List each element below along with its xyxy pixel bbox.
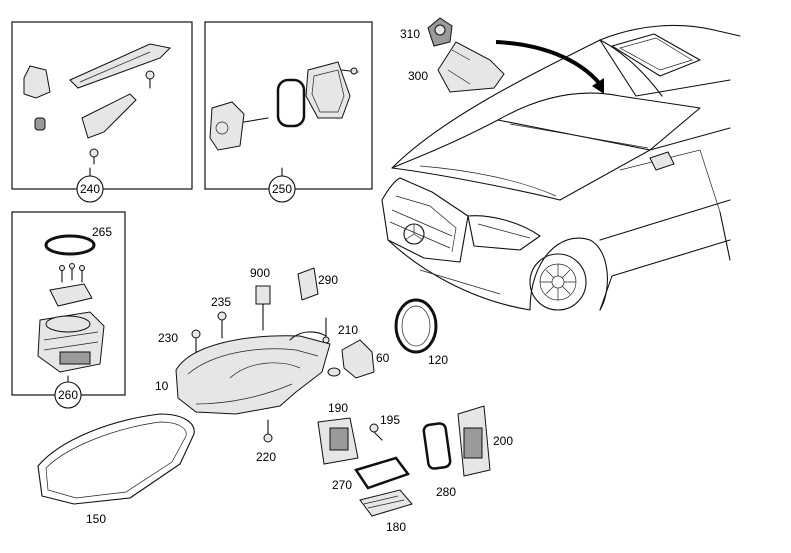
box-250-group: 250 xyxy=(204,21,373,203)
gasket-280 xyxy=(422,422,452,470)
car-outline xyxy=(381,24,741,311)
label-200: 200 xyxy=(493,434,513,448)
bracket-left xyxy=(23,65,51,99)
front-wheel xyxy=(529,253,587,311)
label-280: 280 xyxy=(436,485,456,499)
camera-group: 310 300 xyxy=(400,17,604,94)
box-260-group: 265 260 xyxy=(11,211,126,409)
label-260: 260 xyxy=(58,388,78,402)
label-240: 240 xyxy=(80,182,100,196)
label-300: 300 xyxy=(408,69,428,83)
bracket-lower xyxy=(81,93,137,139)
gasket-290 xyxy=(297,267,319,301)
label-250: 250 xyxy=(272,182,292,196)
label-310: 310 xyxy=(400,27,420,41)
gasket-ring xyxy=(276,78,306,128)
label-180: 180 xyxy=(386,520,406,534)
connector-900 xyxy=(255,285,271,305)
plate xyxy=(49,283,93,307)
label-190: 190 xyxy=(328,401,348,415)
headlamp-group: 900 290 235 230 210 10 60 120 xyxy=(37,266,448,526)
label-270: 270 xyxy=(332,478,352,492)
label-290: 290 xyxy=(318,273,338,287)
gasket-270 xyxy=(354,456,411,490)
module-frame xyxy=(305,61,351,119)
headlamp-10 xyxy=(175,335,331,415)
label-195: 195 xyxy=(380,413,400,427)
label-235: 235 xyxy=(211,295,231,309)
control-units-group: 190 195 270 180 280 200 xyxy=(317,401,513,534)
label-230: 230 xyxy=(158,331,178,345)
screw-icon xyxy=(145,70,155,80)
screws xyxy=(59,263,85,283)
module-180 xyxy=(359,489,413,517)
label-150: 150 xyxy=(86,512,106,526)
seal-ring xyxy=(44,234,96,256)
arrow xyxy=(495,40,602,86)
label-220: 220 xyxy=(256,450,276,464)
label-60: 60 xyxy=(376,351,390,365)
lens-150 xyxy=(37,413,195,505)
callout-circle-240 xyxy=(76,175,104,203)
label-210: 210 xyxy=(338,323,358,337)
bulb-60 xyxy=(341,339,375,379)
label-120: 120 xyxy=(428,353,448,367)
label-265: 265 xyxy=(92,225,112,239)
box-240-group: 240 xyxy=(11,21,193,203)
label-900: 900 xyxy=(250,266,270,280)
bracket-arm xyxy=(69,43,172,89)
label-10: 10 xyxy=(155,379,169,393)
seal-120 xyxy=(394,298,438,354)
nut-icon xyxy=(34,117,46,131)
sensor-housing xyxy=(209,101,245,151)
cover-300 xyxy=(437,41,505,93)
